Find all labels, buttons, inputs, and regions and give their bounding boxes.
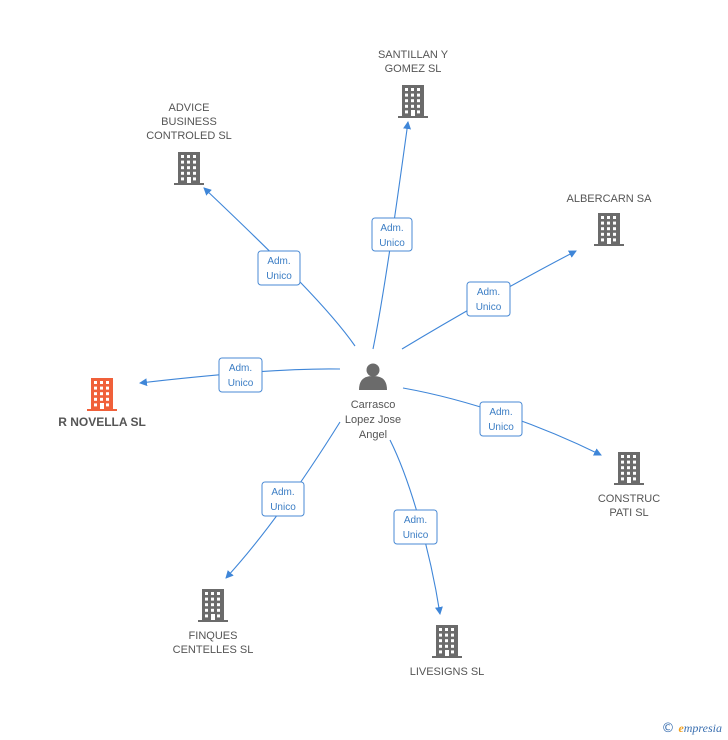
- company-name: SANTILLAN Y GOMEZ SL: [378, 49, 449, 75]
- building-icon[interactable]: [87, 378, 117, 411]
- edge-role-label-line: Unico: [266, 271, 292, 282]
- edge-role-label: Adm. Unico: [266, 256, 292, 282]
- building-icon[interactable]: [432, 625, 462, 658]
- brand-footer: ©empresia: [661, 721, 722, 736]
- company-name: ALBERCARN SA: [567, 193, 653, 205]
- building-icon[interactable]: [594, 213, 624, 246]
- company-name: LIVESIGNS SL: [410, 666, 485, 678]
- edge-role-label: Adm. Unico: [488, 407, 514, 433]
- company-node-advice[interactable]: ADVICE BUSINESS CONTROLED SL: [146, 102, 232, 185]
- edge-label-construc[interactable]: Adm. Unico: [479, 401, 523, 437]
- company-node-construc[interactable]: CONSTRUC PATI SL: [598, 452, 660, 519]
- edge-label-rnovella[interactable]: Adm. Unico: [218, 357, 263, 393]
- company-node-rnovella[interactable]: R NOVELLA SL: [58, 378, 146, 429]
- company-name-line: BUSINESS: [161, 116, 217, 128]
- edge-role-label-line: Adm.: [404, 515, 427, 526]
- edge-role-label-line: Adm.: [267, 256, 290, 267]
- edge-role-label-line: Unico: [476, 302, 502, 313]
- edge-label-albercarn[interactable]: Adm. Unico: [466, 281, 511, 317]
- person-name-line: Lopez Jose: [345, 414, 401, 426]
- company-name-line: ADVICE: [169, 102, 210, 114]
- edge-label-finques[interactable]: Adm. Unico: [261, 481, 305, 517]
- building-icon[interactable]: [198, 589, 228, 622]
- company-name-line: ALBERCARN SA: [567, 193, 653, 205]
- edge-role-label-line: Unico: [270, 502, 296, 513]
- person-name-line: Angel: [359, 429, 387, 441]
- company-node-livesigns[interactable]: LIVESIGNS SL: [410, 625, 485, 678]
- person-icon[interactable]: [359, 363, 387, 391]
- edge-role-label-line: Adm.: [271, 487, 294, 498]
- edge-role-label-line: Adm.: [380, 223, 403, 234]
- edge-role-label-line: Adm.: [229, 363, 252, 374]
- company-node-finques[interactable]: FINQUES CENTELLES SL: [173, 589, 254, 656]
- edge-role-label-line: Unico: [228, 378, 254, 389]
- edge-role-label: Adm. Unico: [228, 363, 254, 389]
- company-name-line: FINQUES: [189, 630, 238, 642]
- copyright-icon: ©: [661, 721, 675, 736]
- company-name-line: CONSTRUC: [598, 493, 660, 505]
- company-name-line: SANTILLAN Y: [378, 49, 449, 61]
- company-name: FINQUES CENTELLES SL: [173, 630, 254, 656]
- brand-logo-text: mpresia: [683, 721, 722, 735]
- company-name: ADVICE BUSINESS CONTROLED SL: [146, 102, 232, 142]
- edge-label-santillan[interactable]: Adm. Unico: [371, 217, 413, 252]
- building-icon[interactable]: [398, 85, 428, 118]
- company-name: CONSTRUC PATI SL: [598, 493, 660, 519]
- edge-role-label-line: Unico: [379, 238, 405, 249]
- person-name-line: Carrasco: [351, 399, 396, 411]
- edge-role-label-line: Adm.: [489, 407, 512, 418]
- edge-label-livesigns[interactable]: Adm. Unico: [393, 509, 438, 545]
- edge-label-advice[interactable]: Adm. Unico: [257, 250, 301, 286]
- building-icon[interactable]: [174, 152, 204, 185]
- company-name: R NOVELLA SL: [58, 415, 146, 429]
- company-name-line: CONTROLED SL: [146, 130, 232, 142]
- edge-role-label-line: Unico: [403, 530, 429, 541]
- company-name-line: LIVESIGNS SL: [410, 666, 485, 678]
- edge-role-label: Adm. Unico: [476, 287, 502, 313]
- company-name-line: R NOVELLA SL: [58, 415, 146, 429]
- edge-role-label-line: Adm.: [477, 287, 500, 298]
- edge-role-label: Adm. Unico: [270, 487, 296, 513]
- edge-role-label: Adm. Unico: [403, 515, 429, 541]
- edge-role-label-line: Unico: [488, 422, 514, 433]
- brand-logo-e: e: [678, 721, 684, 735]
- edge-role-label: Adm. Unico: [379, 223, 405, 249]
- company-node-albercarn[interactable]: ALBERCARN SA: [567, 193, 653, 246]
- company-name-line: GOMEZ SL: [385, 63, 442, 75]
- company-name-line: CENTELLES SL: [173, 644, 254, 656]
- building-icon[interactable]: [614, 452, 644, 485]
- company-name-line: PATI SL: [609, 507, 648, 519]
- company-node-santillan[interactable]: SANTILLAN Y GOMEZ SL: [378, 49, 449, 118]
